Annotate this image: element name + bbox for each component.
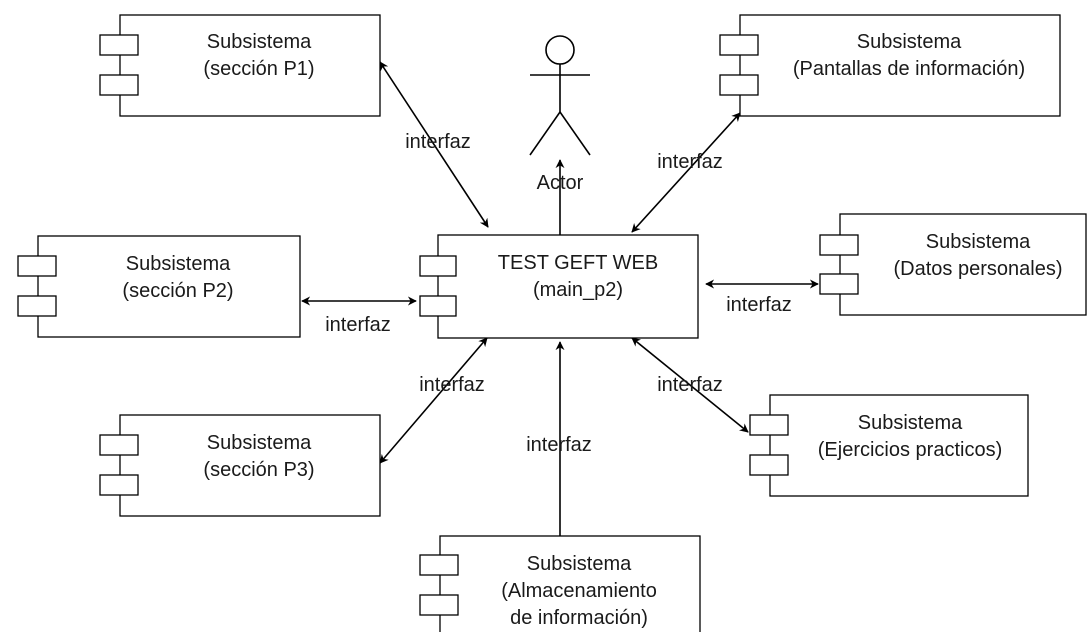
subsystem-p3-subtitle: (sección P3) [203,459,314,481]
edge-ejercicios[interactable] [631,337,749,433]
connector-label-p3: interfaz [419,374,485,396]
subsystem-almacenamiento-tab-top [419,554,459,576]
subsystem-pantallas-subtitle: (Pantallas de información) [793,58,1025,80]
subsystem-p2-subtitle: (sección P2) [122,280,233,302]
connector-label-pantallas: interfaz [657,151,723,173]
main-component-body [437,234,699,339]
subsystem-almacenamiento-tab-bottom [419,594,459,616]
subsystem-p1-tab-bottom [99,74,139,96]
subsystem-ejercicios-tab-bottom [749,454,789,476]
connector-label-p1: interfaz [405,131,471,153]
subsystem-p3-tab-top [99,434,139,456]
subsystem-ejercicios-title: Subsistema [858,412,963,434]
subsystem-ejercicios-tab-top [749,414,789,436]
connector-labels: interfaz interfaz interfaz interfaz inte… [325,131,792,456]
subsystem-ejercicios-body [769,394,1029,497]
edges [301,61,819,536]
subsystem-p1-body [119,14,381,117]
subsystem-datos-title: Subsistema [926,231,1031,253]
subsystem-datos-body [839,213,1087,316]
subsystem-almacenamiento[interactable]: Subsistema (Almacenamiento de informació… [419,535,701,632]
subsystem-p3-tab-bottom [99,474,139,496]
actor-label: Actor [537,172,584,194]
actor-right-leg [559,111,591,156]
main-component-subtitle: (main_p2) [533,279,623,301]
subsystem-pantallas-tab-top [719,34,759,56]
subsystem-p1-title: Subsistema [207,31,312,53]
subsystem-almacenamiento-title: Subsistema [527,553,632,575]
subsystem-p1-tab-top [99,34,139,56]
subsystem-pantallas-tab-bottom [719,74,759,96]
subsystem-datos-tab-top [819,234,859,256]
subsystem-ejercicios-subtitle: (Ejercicios practicos) [818,439,1002,461]
subsystem-datos-tab-bottom [819,273,859,295]
subsystem-almacenamiento-subtitle-2: de información) [510,607,648,629]
subsystem-pantallas-title: Subsistema [857,31,962,53]
subsystem-datos-subtitle: (Datos personales) [894,258,1063,280]
subsystem-p1-subtitle: (sección P1) [203,58,314,80]
edge-pantallas[interactable] [631,112,741,233]
edge-p3[interactable] [379,337,488,464]
subsystem-p2-tab-top [17,255,57,277]
subsystem-p3-title: Subsistema [207,432,312,454]
subsystem-p1[interactable]: Subsistema (sección P1) [99,14,381,117]
subsystem-p2-title: Subsistema [126,253,231,275]
main-component-tab-bottom [419,295,457,317]
actor-head [545,35,575,65]
actor-left-leg [529,111,561,156]
main-component-tab-top [419,255,457,277]
connector-label-datos: interfaz [726,294,792,316]
subsystem-p2-tab-bottom [17,295,57,317]
main-component-title: TEST GEFT WEB [498,252,658,274]
actor[interactable]: Actor [529,35,591,194]
subsystem-almacenamiento-body [439,535,701,632]
connector-label-p2: interfaz [325,314,391,336]
subsystem-p3-body [119,414,381,517]
connector-label-almacenamiento: interfaz [526,434,592,456]
subsystem-almacenamiento-subtitle-1: (Almacenamiento [501,580,657,602]
edge-p1[interactable] [379,61,489,228]
subsystem-datos[interactable]: Subsistema (Datos personales) [819,213,1087,316]
subsystem-p2[interactable]: Subsistema (sección P2) [17,235,301,338]
subsystem-p2-body [37,235,301,338]
subsystem-pantallas[interactable]: Subsistema (Pantallas de información) [719,14,1061,117]
subsystem-ejercicios[interactable]: Subsistema (Ejercicios practicos) [749,394,1029,497]
main-component[interactable]: TEST GEFT WEB (main_p2) [419,234,699,339]
connector-label-ejercicios: interfaz [657,374,723,396]
subsystem-pantallas-body [739,14,1061,117]
subsystem-p3[interactable]: Subsistema (sección P3) [99,414,381,517]
